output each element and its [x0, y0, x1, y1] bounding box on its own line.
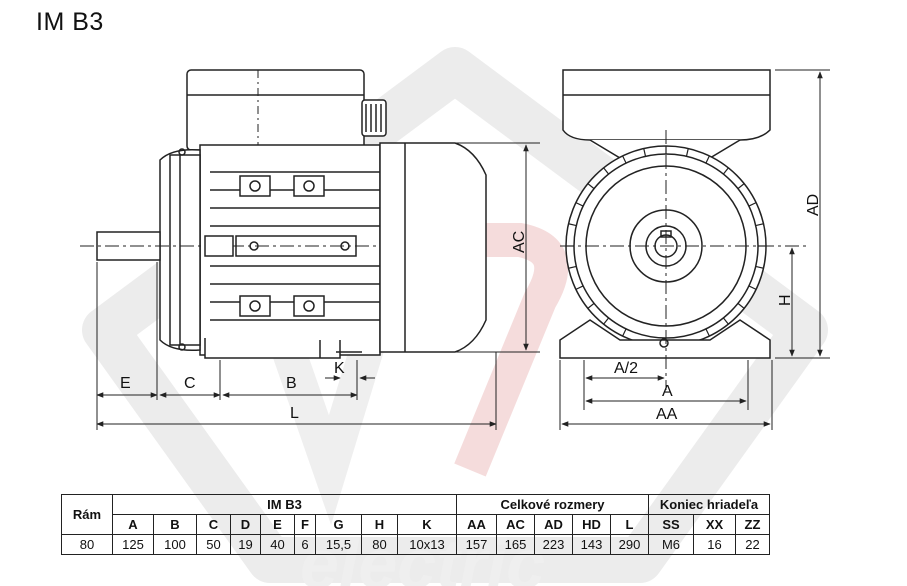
cooling-fin [755, 223, 764, 227]
side-dimensions [96, 142, 540, 430]
cooling-fin [622, 328, 627, 337]
dim-label-h: H [777, 294, 794, 306]
cell-xx: 16 [693, 534, 736, 555]
cooling-fin [737, 302, 745, 309]
cooling-fin [575, 285, 584, 290]
group-header-shaft-end: Koniec hriadeľa [648, 494, 770, 515]
cell-ac: 165 [496, 534, 535, 555]
table-row: 80 125 100 50 19 40 6 15,5 80 10x13 157 … [61, 534, 770, 555]
cell-ad: 223 [534, 534, 573, 555]
cooling-fin [603, 167, 610, 175]
cell-b: 100 [153, 534, 197, 555]
cell-aa: 157 [456, 534, 497, 555]
col-header-xx: XX [693, 514, 736, 535]
cooling-fin [587, 302, 595, 309]
page-title: IM B3 [36, 8, 104, 36]
dim-label-b: B [286, 375, 297, 392]
cell-l: 290 [610, 534, 649, 555]
dim-label-ad: AD [805, 194, 822, 216]
dim-label-c: C [184, 375, 196, 392]
col-header-ad: AD [534, 514, 573, 535]
frame-header: Rám [61, 494, 113, 535]
col-header-h: H [361, 514, 398, 535]
col-header-k: K [397, 514, 457, 535]
table-group-header-row: Rám IM B3 Celkové rozmery Koniec hriadeľ… [61, 494, 770, 535]
col-header-ss: SS [648, 514, 694, 535]
cooling-fin [685, 148, 689, 157]
col-header-d: D [230, 514, 261, 535]
dim-label-k: K [334, 360, 345, 377]
motor-front-view [559, 69, 771, 359]
col-header-f: F [294, 514, 316, 535]
cell-e: 40 [260, 534, 295, 555]
cell-h: 80 [361, 534, 398, 555]
col-header-l: L [610, 514, 649, 535]
front-dimensions [559, 69, 830, 430]
cooling-fin [603, 317, 610, 325]
cooling-fin [748, 202, 757, 207]
col-header-aa: AA [456, 514, 497, 535]
cell-hd: 143 [572, 534, 611, 555]
dimension-table: Rám IM B3 Celkové rozmery Koniec hriadeľ… [61, 494, 770, 555]
cell-ss: M6 [648, 534, 694, 555]
table-column-header-row: A B C D E F G H K AA AC AD HD L SS XX ZZ [62, 514, 770, 535]
cooling-fin [737, 183, 745, 190]
cooling-fin [722, 167, 729, 175]
cooling-fin [705, 328, 710, 337]
cooling-fin [568, 265, 577, 269]
col-header-zz: ZZ [735, 514, 770, 535]
cell-f: 6 [294, 534, 316, 555]
cell-a: 125 [112, 534, 154, 555]
cell-d: 19 [230, 534, 261, 555]
col-header-hd: HD [572, 514, 611, 535]
cell-k: 10x13 [397, 534, 457, 555]
cooling-fin [705, 155, 710, 164]
dim-label-a: A [662, 383, 673, 400]
cell-frame: 80 [61, 534, 113, 555]
dim-label-ac: AC [511, 231, 528, 253]
col-header-ac: AC [496, 514, 535, 535]
cooling-fin [755, 265, 764, 269]
cooling-fin [575, 202, 584, 207]
cell-g: 15,5 [315, 534, 362, 555]
cooling-fin [722, 317, 729, 325]
cooling-fin [643, 148, 647, 157]
cooling-fin [748, 285, 757, 290]
cell-zz: 22 [735, 534, 770, 555]
dim-label-e: E [120, 375, 131, 392]
cell-c: 50 [196, 534, 231, 555]
dim-label-a-half: A/2 [614, 360, 638, 377]
cooling-fin [587, 183, 595, 190]
group-header-overall: Celkové rozmery [456, 494, 649, 515]
col-header-a: A [112, 514, 154, 535]
cooling-fin [568, 223, 577, 227]
col-header-e: E [260, 514, 295, 535]
motor-side-view [80, 69, 487, 359]
group-header-imb3: IM B3 [112, 494, 457, 515]
col-header-g: G [315, 514, 362, 535]
col-header-c: C [196, 514, 231, 535]
dim-label-aa: AA [656, 406, 678, 423]
col-header-b: B [153, 514, 197, 535]
cooling-fin [622, 155, 627, 164]
dim-label-l: L [290, 405, 299, 422]
